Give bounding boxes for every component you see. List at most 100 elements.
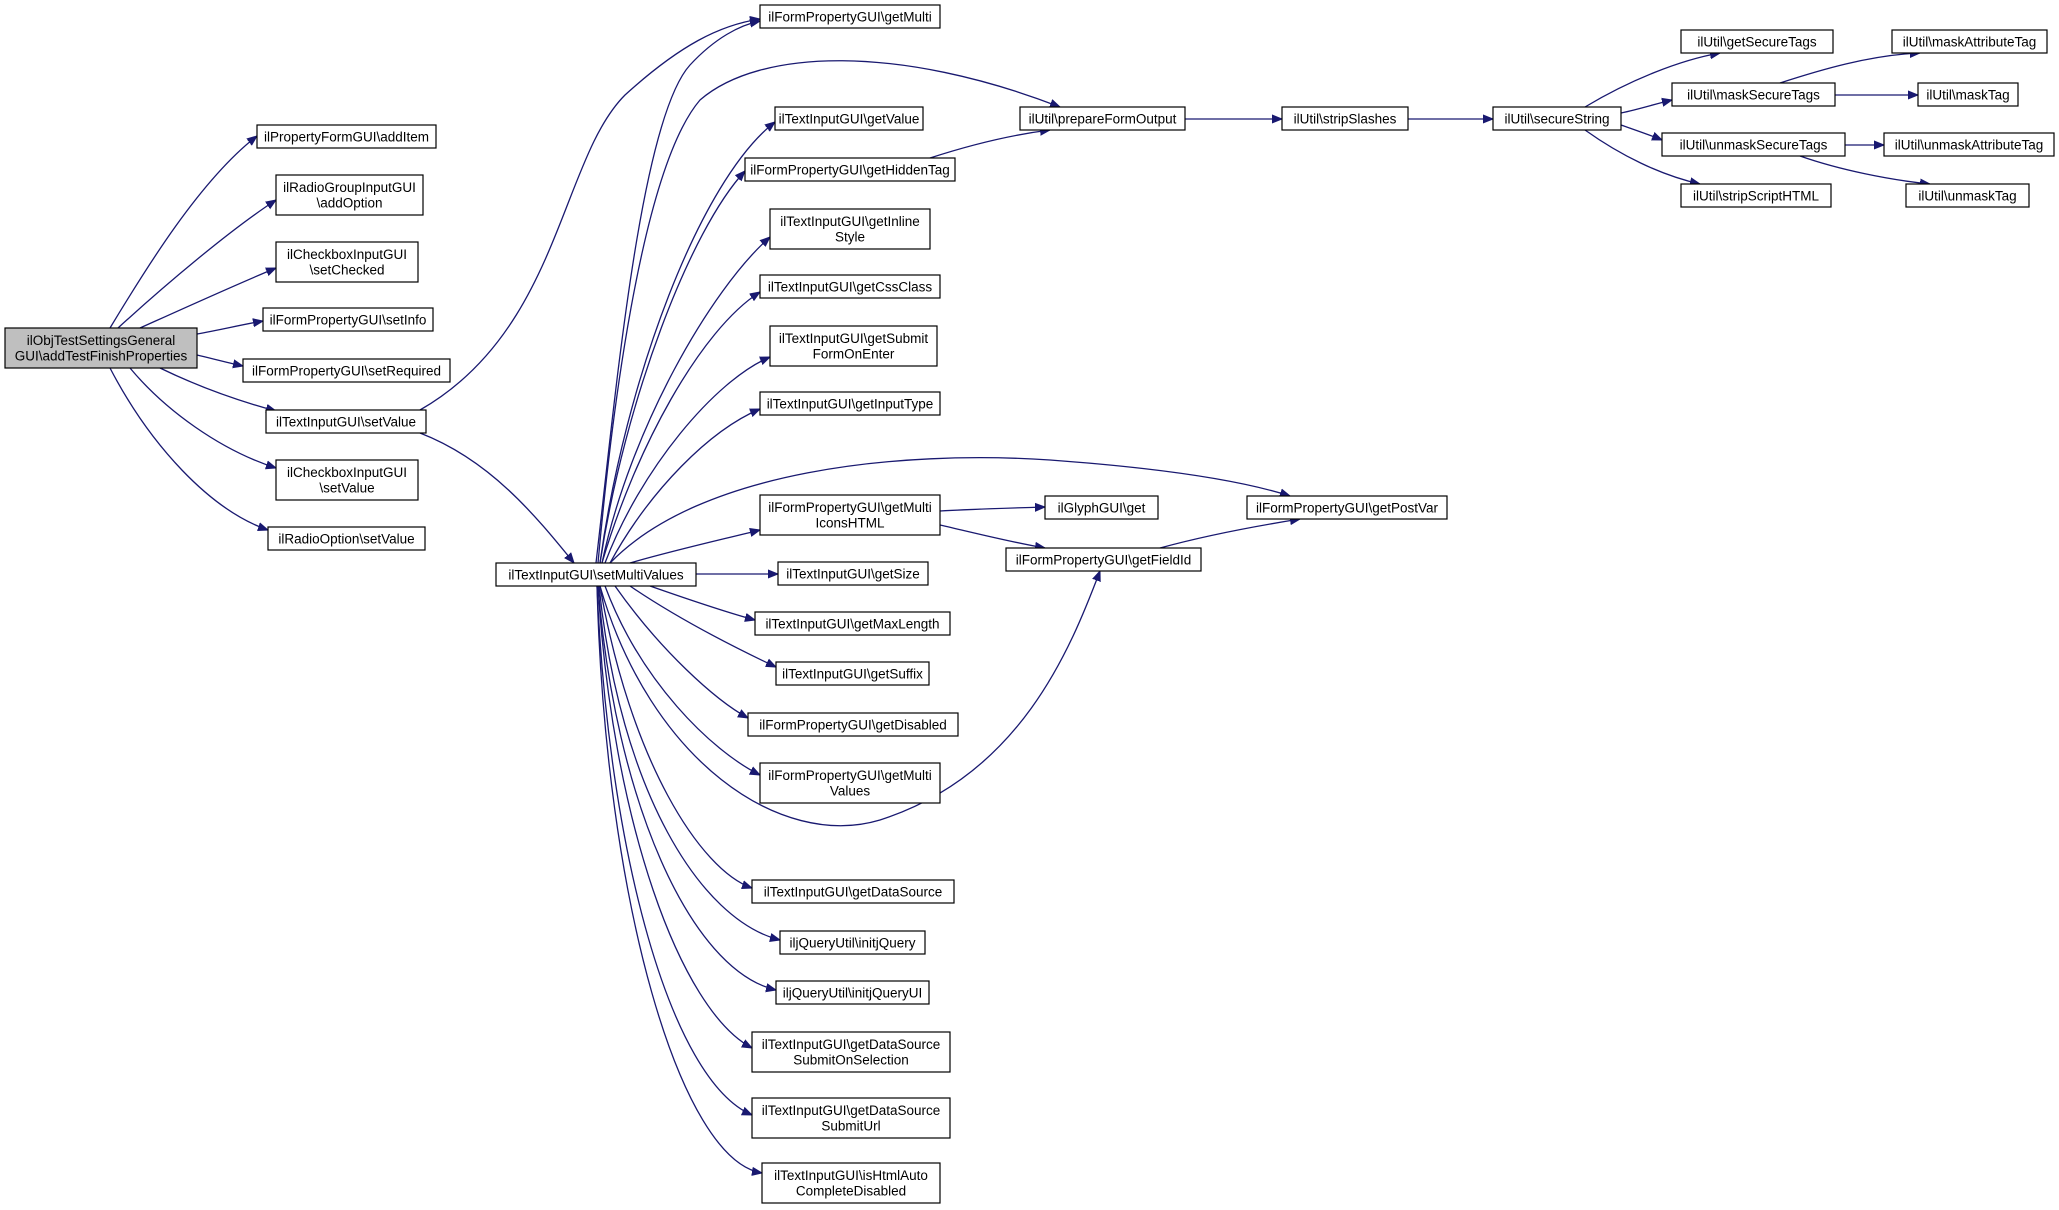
node-box: [744, 157, 956, 182]
node-getHiddenTag[interactable]: ilFormPropertyGUI\getHiddenTag: [744, 157, 956, 182]
edge-setMultiValues-to-getInputType: [609, 408, 760, 564]
node-label: ilCheckboxInputGUI: [287, 465, 407, 480]
edge-setMultiValues-to-getValue: [599, 122, 775, 564]
node-label: Style: [835, 230, 865, 245]
node-label: ilTextInputGUI\setValue: [276, 414, 416, 429]
node-box: [1492, 106, 1622, 131]
node-label: ilTextInputGUI\getSuffix: [782, 666, 923, 681]
node-label: ilUtil\secureString: [1504, 111, 1609, 126]
node-label: \setValue: [319, 481, 374, 496]
edge-secureString-to-maskSecureTags: [1620, 100, 1672, 114]
node-box: [495, 562, 697, 587]
edge-root-to-setChecked: [139, 267, 276, 329]
edge-setMultiValues-to-getCssClass: [601, 292, 760, 564]
node-label: iljQueryUtil\initjQueryUI: [783, 985, 923, 1000]
node-label: ilFormPropertyGUI\getFieldId: [1016, 552, 1192, 567]
node-label: ilTextInputGUI\getDataSource: [764, 884, 943, 899]
node-setInfo[interactable]: ilFormPropertyGUI\setInfo: [262, 307, 434, 332]
edge-getFieldId-to-getPostVar: [1159, 519, 1300, 549]
node-box: [267, 526, 426, 551]
edge-tiSetValue-to-setMultiValues: [419, 432, 574, 563]
node-getSuffix[interactable]: ilTextInputGUI\getSuffix: [775, 661, 930, 686]
node-isHtmlAutoCompleteDisabled[interactable]: ilTextInputGUI\isHtmlAutoCompleteDisable…: [761, 1162, 941, 1204]
node-prepareFormOutput[interactable]: ilUtil\prepareFormOutput: [1019, 106, 1186, 131]
node-label: ilRadioGroupInputGUI: [283, 180, 416, 195]
node-label: ilUtil\unmaskTag: [1918, 188, 2016, 203]
node-box: [751, 1097, 951, 1139]
node-setMultiValues[interactable]: ilTextInputGUI\setMultiValues: [495, 562, 697, 587]
node-stripSlashes[interactable]: ilUtil\stripSlashes: [1281, 106, 1409, 131]
edge-root-to-cbSetValue: [129, 367, 276, 468]
node-getValue[interactable]: ilTextInputGUI\getValue: [774, 106, 924, 131]
node-box: [1281, 106, 1409, 131]
node-tiSetValue[interactable]: ilTextInputGUI\setValue: [265, 409, 427, 434]
edge-setMultiValues-to-prepareFormOutput: [597, 60, 1060, 564]
node-box: [759, 762, 941, 804]
node-setRequired[interactable]: ilFormPropertyGUI\setRequired: [242, 358, 451, 383]
node-setChecked[interactable]: ilCheckboxInputGUI\setChecked: [275, 241, 419, 283]
edge-setMultiValues-to-getSuffix: [629, 585, 776, 668]
node-glyphGet[interactable]: ilGlyphGUI\get: [1044, 495, 1159, 520]
node-label: ilUtil\maskAttributeTag: [1903, 34, 2037, 49]
node-initjQueryUI[interactable]: iljQueryUtil\initjQueryUI: [775, 980, 930, 1005]
edge-setMultiValues-to-getInlineStyle: [601, 237, 770, 564]
edge-setMultiValues-to-isHtmlAutoCompleteDisabled: [596, 585, 762, 1173]
node-maskTag[interactable]: ilUtil\maskTag: [1917, 82, 2019, 107]
node-label: iljQueryUtil\initjQuery: [789, 935, 915, 950]
node-getMaxLength[interactable]: ilTextInputGUI\getMaxLength: [754, 611, 951, 636]
node-label: ilTextInputGUI\getDataSource: [762, 1103, 941, 1118]
edge-setMultiValues-to-getMultiValues: [604, 585, 760, 775]
node-getInputType[interactable]: ilTextInputGUI\getInputType: [759, 391, 941, 416]
node-box: [747, 712, 959, 737]
node-box: [1005, 547, 1202, 572]
node-box: [1019, 106, 1186, 131]
edge-root-to-setInfo: [196, 321, 263, 335]
node-secureString[interactable]: ilUtil\secureString: [1492, 106, 1622, 131]
node-initjQuery[interactable]: iljQueryUtil\initjQuery: [779, 930, 926, 955]
edge-maskSecureTags-to-maskAttributeTag: [1779, 53, 1920, 84]
node-roSetValue[interactable]: ilRadioOption\setValue: [267, 526, 426, 551]
node-unmaskAttributeTag[interactable]: ilUtil\unmaskAttributeTag: [1883, 132, 2055, 157]
node-box: [775, 661, 930, 686]
node-label: ilTextInputGUI\getCssClass: [768, 279, 933, 294]
node-getDataSource[interactable]: ilTextInputGUI\getDataSource: [751, 879, 955, 904]
node-getFieldId[interactable]: ilFormPropertyGUI\getFieldId: [1005, 547, 1202, 572]
edge-setMultiValues-to-getSubmitFormOnEnter: [604, 356, 770, 564]
node-getDataSourceSubmitOnSelection[interactable]: ilTextInputGUI\getDataSourceSubmitOnSele…: [751, 1031, 951, 1073]
edge-getMultiIconsHTML-to-getFieldId: [939, 524, 1045, 548]
node-box: [262, 307, 434, 332]
node-label: ilGlyphGUI\get: [1058, 500, 1146, 515]
node-addItem[interactable]: ilPropertyFormGUI\addItem: [256, 124, 437, 149]
node-addOption[interactable]: ilRadioGroupInputGUI\addOption: [275, 174, 424, 216]
node-label: ilTextInputGUI\getDataSource: [762, 1037, 941, 1052]
node-root[interactable]: ilObjTestSettingsGeneralGUI\addTestFinis…: [4, 327, 198, 369]
node-getDisabled[interactable]: ilFormPropertyGUI\getDisabled: [747, 712, 959, 737]
edge-setMultiValues-to-initjQuery: [598, 585, 780, 940]
node-unmaskSecureTags[interactable]: ilUtil\unmaskSecureTags: [1661, 132, 1846, 157]
edge-setMultiValues-to-getMultiIconsHTML: [629, 530, 760, 564]
node-maskAttributeTag[interactable]: ilUtil\maskAttributeTag: [1891, 29, 2048, 54]
node-label: FormOnEnter: [813, 347, 895, 362]
node-unmaskTag[interactable]: ilUtil\unmaskTag: [1905, 183, 2030, 208]
node-getSize[interactable]: ilTextInputGUI\getSize: [777, 561, 929, 586]
node-stripScriptHTML[interactable]: ilUtil\stripScriptHTML: [1680, 183, 1832, 208]
node-label: ilFormPropertyGUI\getMulti: [768, 500, 932, 515]
node-box: [751, 1031, 951, 1073]
node-getPostVar[interactable]: ilFormPropertyGUI\getPostVar: [1246, 495, 1448, 520]
node-getSecureTags[interactable]: ilUtil\getSecureTags: [1680, 29, 1834, 54]
node-label: ilFormPropertyGUI\getHiddenTag: [750, 162, 950, 177]
node-getMulti[interactable]: ilFormPropertyGUI\getMulti: [759, 4, 941, 29]
node-label: ilObjTestSettingsGeneral: [27, 333, 176, 348]
node-getCssClass[interactable]: ilTextInputGUI\getCssClass: [759, 274, 941, 299]
node-cbSetValue[interactable]: ilCheckboxInputGUI\setValue: [275, 459, 419, 501]
node-label: ilPropertyFormGUI\addItem: [264, 129, 429, 144]
node-label: ilTextInputGUI\getInputType: [767, 396, 934, 411]
node-box: [779, 930, 926, 955]
edge-root-to-setRequired: [196, 354, 243, 366]
node-maskSecureTags[interactable]: ilUtil\maskSecureTags: [1671, 82, 1836, 107]
